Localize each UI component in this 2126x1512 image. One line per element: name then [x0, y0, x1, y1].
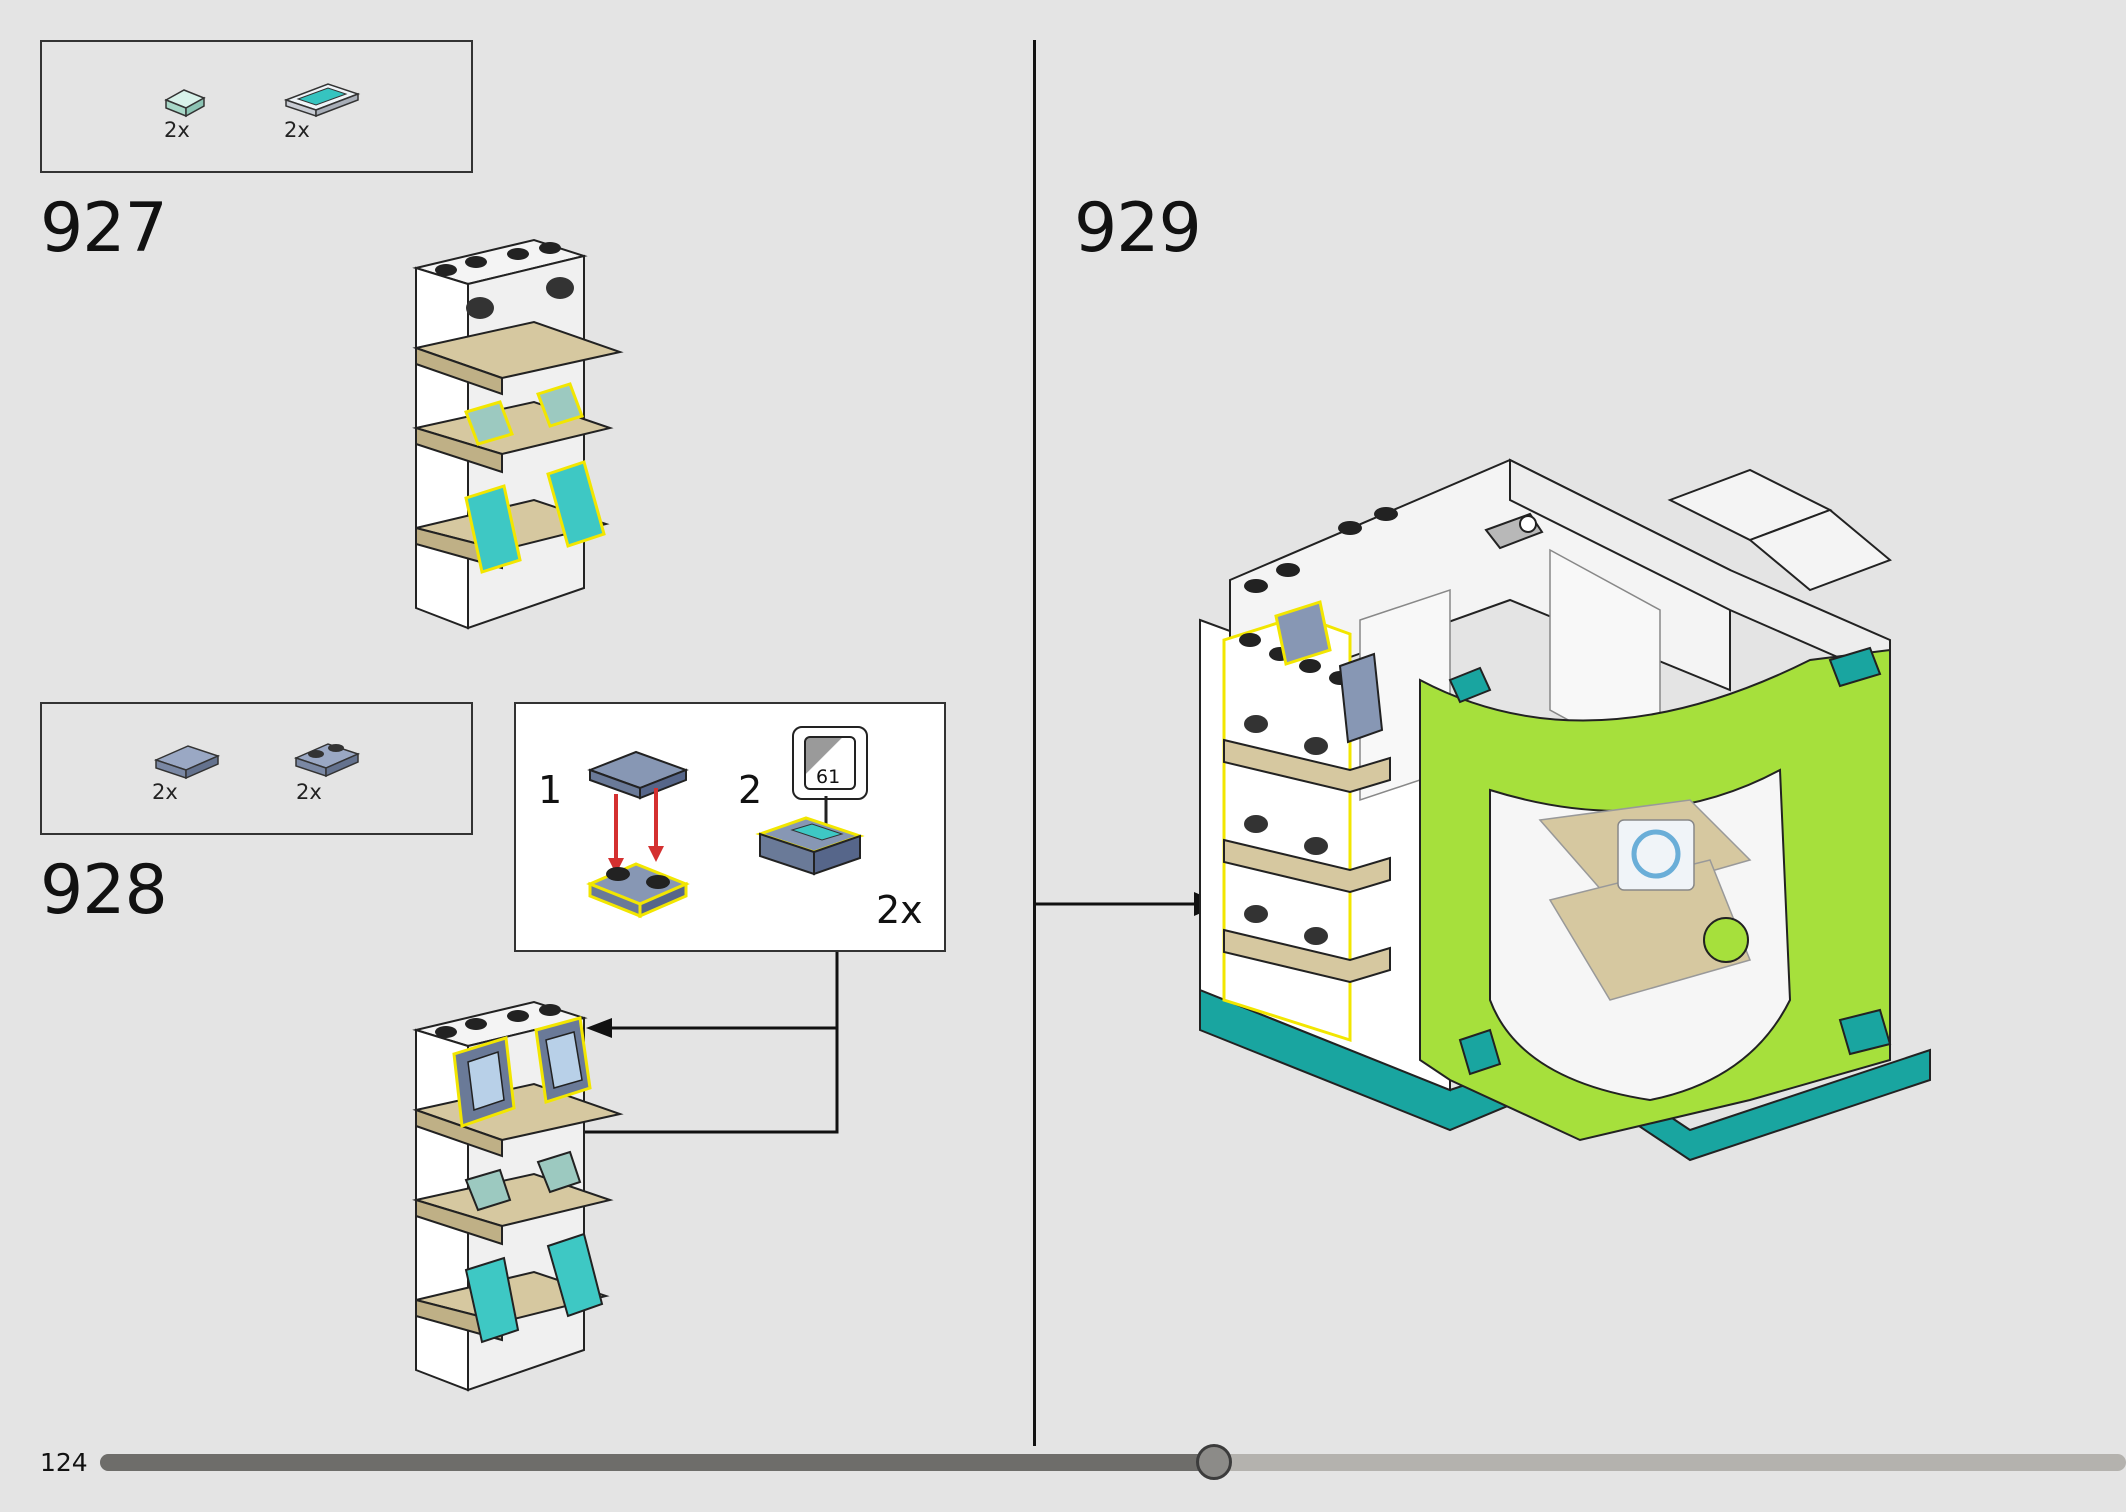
sub-step-number: 1 [538, 768, 563, 812]
progress-bar[interactable] [100, 1444, 2126, 1480]
shelf-model-927 [412, 238, 624, 630]
tile-onto-plate-diagram [586, 750, 690, 919]
part-tile-1x2-icon [153, 745, 221, 780]
plate-with-sticker-diagram [755, 796, 865, 876]
sub-assembly-callout: 1 2 61 2x [514, 702, 946, 952]
parts-list-927: 2x 2x [40, 40, 473, 173]
kiosk-model-929 [1199, 458, 1931, 1162]
shelf-model-928 [412, 1000, 624, 1392]
progress-handle[interactable] [1196, 1444, 1232, 1480]
step-number-928: 928 [40, 851, 168, 930]
part-qty: 2x [284, 118, 310, 142]
sticker-callout: 61 [792, 726, 868, 800]
sub-step-number: 2 [738, 768, 763, 812]
part-qty: 2x [164, 118, 190, 142]
part-qty: 2x [296, 780, 322, 804]
step-number-929: 929 [1074, 189, 1202, 268]
part-qty: 2x [152, 780, 178, 804]
progress-fill [100, 1454, 1214, 1471]
part-printed-tile-icon [283, 83, 361, 118]
page-divider [1033, 40, 1036, 1446]
sticker-number: 61 [816, 766, 841, 788]
part-plate-1x2-icon [293, 743, 361, 778]
page-number: 124 [40, 1448, 88, 1477]
parts-list-928: 2x 2x [40, 702, 473, 835]
sticker-page-icon [804, 736, 856, 790]
part-tile-1x1-icon [164, 89, 206, 118]
step-number-927: 927 [40, 189, 168, 268]
sub-multiplier: 2x [876, 888, 923, 932]
